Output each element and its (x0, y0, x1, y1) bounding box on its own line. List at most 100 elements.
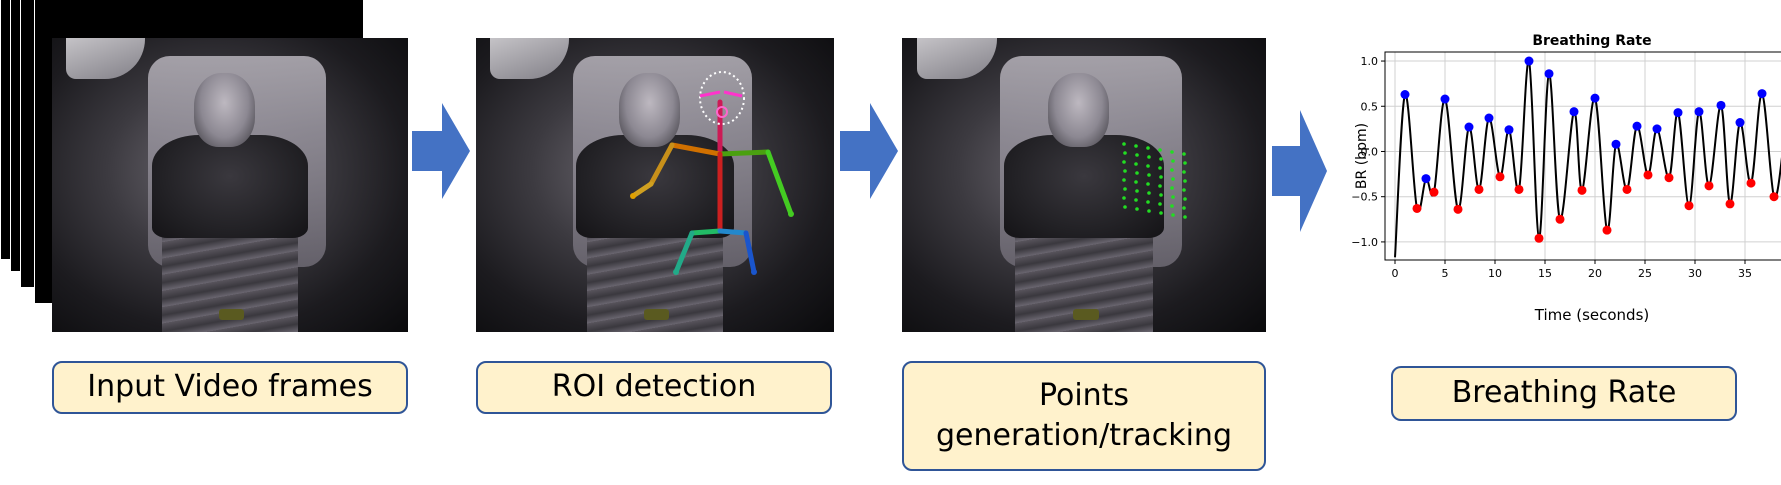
y-tick-label: 0.0 (1361, 145, 1379, 158)
trough-marker (1643, 170, 1653, 180)
stage-label-text: Breathing Rate (1451, 375, 1677, 411)
trough-marker (1514, 184, 1524, 194)
trough-marker (1429, 187, 1439, 197)
x-axis-label: Time (seconds) (1534, 306, 1650, 324)
chart-title: Breathing Rate (1532, 33, 1651, 49)
points-tracking-image (902, 38, 1266, 332)
peak-marker (1652, 124, 1662, 134)
x-tick-label: 25 (1638, 267, 1652, 280)
tracking-point (1146, 146, 1150, 150)
pose-skeleton-overlay (630, 71, 794, 275)
stage-label-input-video-frames: Input Video frames (52, 361, 408, 414)
tracking-point (1134, 162, 1138, 166)
tracking-points-overlay (1122, 142, 1187, 219)
tracking-point (1122, 142, 1126, 146)
y-tick-label: −0.5 (1351, 191, 1378, 204)
stage-label-breathing-rate: Breathing Rate (1391, 366, 1737, 421)
tracking-point (1135, 189, 1139, 193)
tracking-point (1171, 213, 1175, 217)
peak-marker (1440, 94, 1450, 104)
tracking-point (1147, 209, 1151, 213)
trough-marker (1704, 181, 1714, 191)
stage-label-text: Input Video frames (87, 369, 373, 405)
input-video-frames-stack (0, 0, 420, 340)
x-tick-label: 20 (1588, 267, 1602, 280)
peak-marker (1544, 69, 1554, 79)
x-tick-label: 30 (1688, 267, 1702, 280)
stage-label-points-tracking: Points generation/tracking (902, 361, 1266, 471)
tracking-point (1135, 171, 1139, 175)
y-tick-label: 0.5 (1361, 100, 1379, 113)
trough-marker (1453, 204, 1463, 214)
tracking-point (1182, 152, 1186, 156)
x-tick-label: 5 (1442, 267, 1449, 280)
trough-marker (1534, 233, 1544, 243)
peak-marker (1569, 107, 1579, 117)
roi-detection-image (476, 38, 834, 332)
stage-label-text-line-1: Points (1038, 377, 1130, 413)
trough-marker (1725, 199, 1735, 209)
tracking-point (1123, 151, 1127, 155)
tracking-point (1183, 197, 1187, 201)
trough-marker (1684, 201, 1694, 211)
peak-marker (1757, 89, 1767, 99)
tracking-point (1171, 159, 1175, 163)
peak-marker (1464, 122, 1474, 132)
x-tick-label: 0 (1392, 267, 1399, 280)
peak-marker (1484, 113, 1494, 123)
trough-marker (1474, 184, 1484, 194)
tracking-point (1134, 144, 1138, 148)
trough-marker (1495, 172, 1505, 182)
tracking-point (1134, 198, 1138, 202)
trough-marker (1746, 178, 1756, 188)
peak-marker (1632, 121, 1642, 131)
tracking-point (1183, 179, 1187, 183)
tracking-point (1147, 173, 1151, 177)
tracking-point (1183, 161, 1187, 165)
tracking-point (1146, 182, 1150, 186)
tracking-point (1146, 164, 1150, 168)
x-tick-label: 35 (1738, 267, 1752, 280)
peak-marker (1504, 125, 1514, 135)
tracking-point (1122, 196, 1126, 200)
trough-marker (1577, 185, 1587, 195)
trough-marker (1412, 203, 1422, 213)
breathing-rate-chart: Breathing Rate 0510152025303540−1.0−0.50… (1351, 33, 1781, 324)
tracking-point (1147, 191, 1151, 195)
tracking-point (1122, 178, 1126, 182)
tracking-point (1171, 177, 1175, 181)
tracking-point (1182, 188, 1186, 192)
peak-marker (1421, 174, 1431, 184)
y-axis-label: BR (bpm) (1354, 123, 1370, 189)
peak-marker (1590, 93, 1600, 103)
trough-marker (1622, 184, 1632, 194)
tracking-point (1159, 193, 1163, 197)
peak-marker (1400, 90, 1410, 100)
arrow-right-icon (840, 103, 898, 199)
stage-label-roi-detection: ROI detection (476, 361, 832, 414)
peak-marker (1524, 56, 1534, 66)
tracking-point (1158, 184, 1162, 188)
x-tick-label: 10 (1488, 267, 1502, 280)
tracking-point (1170, 186, 1174, 190)
tracking-point (1159, 211, 1163, 215)
arrow-right-icon (1272, 110, 1327, 232)
plot-area-frame (1384, 51, 1781, 261)
tracking-point (1170, 168, 1174, 172)
tracking-point (1147, 155, 1151, 159)
tracking-point (1170, 150, 1174, 154)
peak-marker (1716, 100, 1726, 110)
x-tick-label: 15 (1538, 267, 1552, 280)
tracking-point (1171, 195, 1175, 199)
trough-marker (1769, 192, 1779, 202)
tracking-point (1182, 206, 1186, 210)
y-tick-label: −1.0 (1351, 236, 1378, 249)
tracking-point (1182, 170, 1186, 174)
tracking-point (1122, 160, 1126, 164)
tracking-point (1158, 166, 1162, 170)
tracking-point (1123, 187, 1127, 191)
peak-marker (1735, 118, 1745, 128)
stage-label-text: ROI detection (551, 369, 757, 405)
video-frame-front (52, 38, 408, 332)
tracking-point (1146, 200, 1150, 204)
